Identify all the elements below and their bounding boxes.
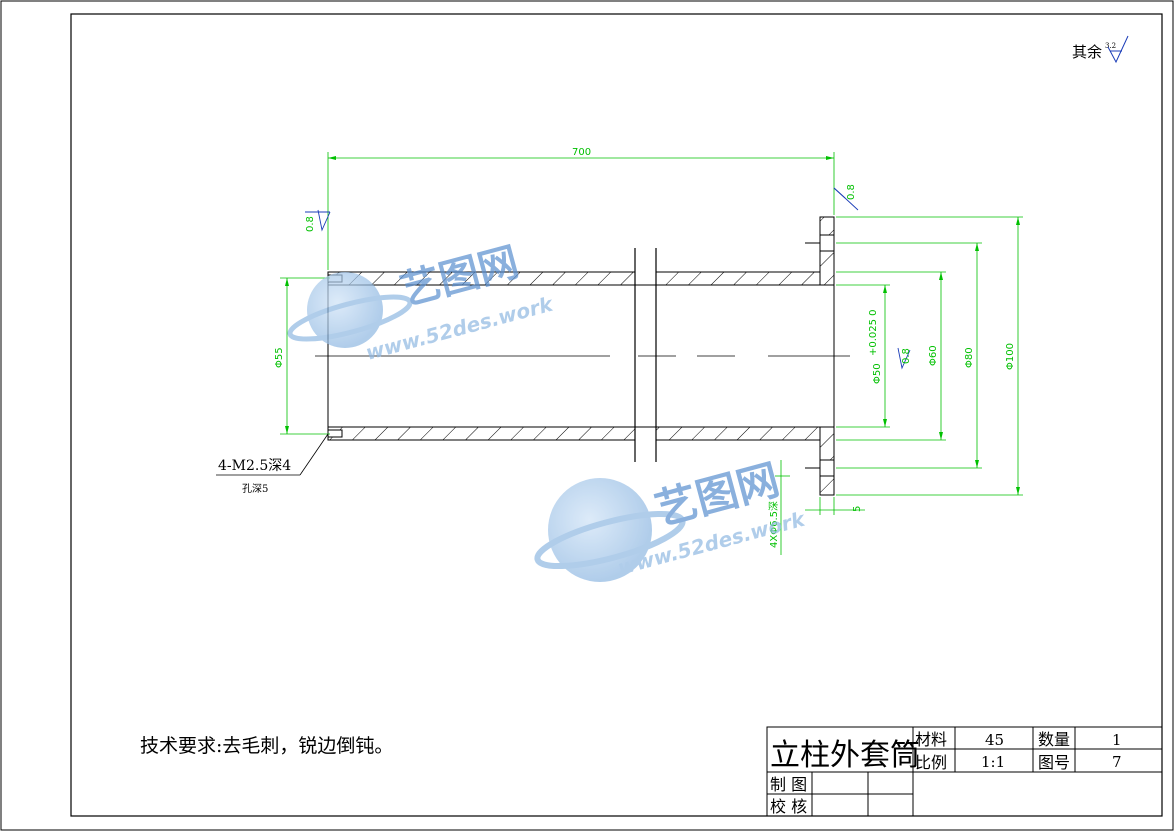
dim-d100: Φ100 [1005, 343, 1016, 370]
dimension-lines [280, 152, 1023, 555]
svg-text:0.8: 0.8 [305, 216, 316, 232]
scale-value: 1:1 [981, 753, 1005, 771]
wall-bottom-left [327, 426, 636, 441]
holes-note: 4XΦ6.5深 [768, 501, 780, 548]
material-value: 45 [985, 731, 1004, 749]
hole-depth-note: 孔深5 [242, 483, 268, 495]
thread-callout [216, 433, 329, 476]
drawing-no-value: 7 [1112, 753, 1122, 771]
title-block [766, 726, 1163, 817]
watermark-bottom: 艺图网 www.52des.work [534, 455, 809, 582]
dim-d55: Φ55 [274, 347, 285, 368]
drawing-no-label: 图号 [1038, 753, 1070, 772]
roughness-symbol-icon [1107, 35, 1129, 64]
dimension-arrows [285, 156, 1020, 495]
quantity-value: 1 [1112, 731, 1122, 749]
dim-d60: Φ60 [928, 345, 939, 366]
inner-frame [70, 13, 1163, 817]
surface-value: 3.2 [1105, 42, 1116, 50]
checked-label: 校 核 [770, 797, 807, 816]
drawn-label: 制 图 [770, 775, 807, 794]
quantity-label: 数量 [1038, 730, 1070, 749]
tech-requirements: 技术要求:去毛刺，锐边倒钝。 [140, 735, 393, 757]
svg-text:0.8: 0.8 [901, 348, 912, 364]
material-label: 材料 [915, 730, 947, 749]
roughness-right-mid-icon: 0.8 [897, 347, 912, 370]
svg-text:0.8: 0.8 [846, 184, 857, 200]
part-name: 立柱外套筒 [770, 738, 920, 773]
dim-d50-tolerance: +0.025 0 [868, 309, 879, 356]
thread-note: 4-M2.5深4 [218, 458, 291, 474]
watermark-url-top: www.52des.work [363, 291, 557, 364]
surface-note: 其余 [1072, 43, 1102, 61]
scale-label: 比例 [915, 753, 947, 772]
dim-d80: Φ80 [964, 347, 975, 368]
roughness-left-icon: 0.8 [305, 209, 331, 232]
dim-length: 700 [572, 147, 591, 158]
watermark-top: 艺图网 www.52des.work [287, 239, 557, 365]
roughness-right-top-icon: 0.8 [833, 184, 859, 211]
wall-bottom-right [655, 426, 821, 441]
dim-flange: 5 [852, 506, 863, 512]
dim-d50: Φ50 [872, 363, 883, 384]
part-section [315, 216, 850, 496]
wall-top-right [655, 271, 821, 286]
